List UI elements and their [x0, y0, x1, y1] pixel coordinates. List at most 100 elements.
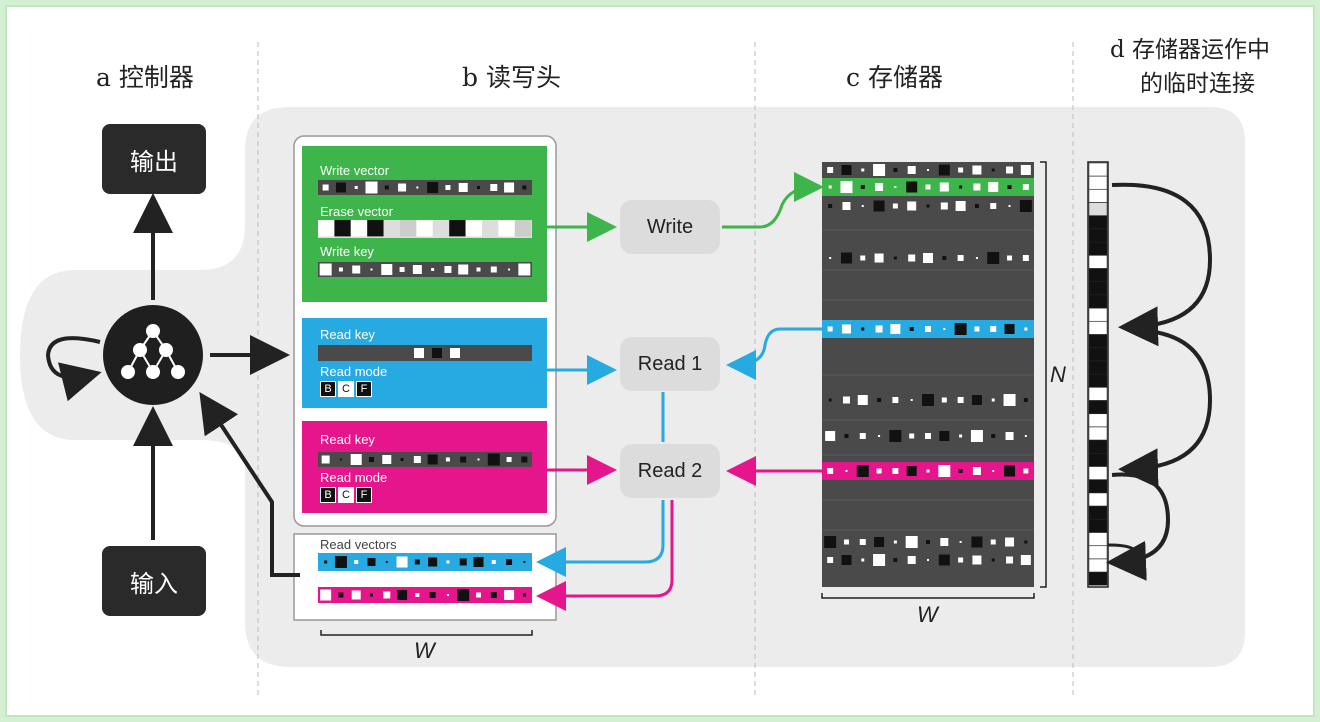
- vector-cell: [354, 186, 358, 189]
- vector-cell: [939, 182, 949, 192]
- vector-cell: [400, 458, 404, 461]
- vector-cell: [874, 537, 885, 547]
- vector-cell: [457, 589, 470, 601]
- link-cell: [1088, 387, 1108, 401]
- vector-cell: [446, 594, 449, 596]
- vector-cell: [859, 433, 866, 439]
- link-cell: [1088, 492, 1108, 507]
- read2-op: Read 2: [620, 444, 720, 498]
- vector-cell: [1024, 435, 1027, 437]
- write-op: Write: [620, 200, 720, 254]
- link-cell: [1088, 175, 1108, 190]
- vector-cell: [990, 326, 997, 332]
- vector-cell: [892, 397, 899, 403]
- vector-cell: [940, 538, 949, 546]
- read1-mode-label: Read mode: [320, 364, 388, 379]
- vector-cell: [381, 264, 393, 275]
- vector-cell: [987, 252, 1000, 264]
- vector-cell: [927, 559, 929, 561]
- vector-cell: [1022, 255, 1029, 261]
- vector-cell: [972, 165, 982, 175]
- link-cell: [1088, 255, 1108, 269]
- vector-cell: [335, 182, 346, 193]
- vector-cell: [842, 396, 850, 404]
- link-cell: [1088, 466, 1108, 480]
- vector-cell: [975, 257, 978, 259]
- vector-cell: [521, 456, 528, 463]
- vector-cell: [825, 431, 836, 441]
- vector-cell: [828, 185, 832, 189]
- vector-cell: [894, 186, 897, 188]
- vector-cell: [959, 185, 963, 189]
- vector-cell: [445, 457, 450, 462]
- vector-cell: [338, 592, 344, 598]
- vector-cell: [1005, 537, 1015, 547]
- vector-cell: [365, 181, 378, 194]
- vector-cell: [991, 434, 996, 438]
- vector-cell: [988, 182, 999, 192]
- vector-cell: [873, 554, 886, 566]
- vector-cell: [350, 454, 362, 465]
- mode-f: F: [356, 487, 372, 503]
- vector-cell: [875, 325, 883, 333]
- vector-cell: [991, 558, 995, 562]
- vector-cell: [905, 536, 918, 548]
- link-cell: [1088, 347, 1108, 362]
- vector-cell: [339, 458, 342, 461]
- vector-cell: [432, 220, 450, 237]
- link-cell: [1088, 532, 1108, 546]
- vector-cell: [413, 456, 421, 463]
- vector-cell: [397, 590, 408, 600]
- vector-cell: [926, 540, 930, 544]
- vector-cell: [873, 200, 885, 212]
- read1-op: Read 1: [620, 337, 720, 391]
- vector-cell: [991, 168, 995, 172]
- link-cell: [1088, 373, 1108, 388]
- write-key-label: Write key: [320, 244, 374, 259]
- vector-cell: [972, 467, 981, 475]
- vector-cell: [938, 465, 951, 477]
- vector-cell: [974, 326, 980, 332]
- vector-cell: [925, 184, 931, 190]
- vector-cell: [324, 560, 328, 564]
- vector-cell: [318, 220, 335, 237]
- vector-cell: [1024, 327, 1028, 331]
- vector-cell: [1008, 205, 1011, 207]
- header-controller: a 控制器: [96, 63, 194, 92]
- vector-cell: [958, 167, 964, 173]
- link-cell: [1088, 439, 1108, 454]
- vector-cell: [925, 326, 931, 332]
- link-cell: [1088, 400, 1108, 414]
- vector-cell: [414, 348, 424, 358]
- vector-cell: [1006, 556, 1014, 564]
- vector-cell: [892, 468, 899, 474]
- vector-cell: [861, 327, 865, 331]
- vector-cell: [907, 556, 916, 564]
- vector-cell: [990, 203, 997, 209]
- vector-cell: [841, 165, 852, 175]
- vector-cell: [990, 539, 996, 545]
- vector-cell: [320, 589, 332, 601]
- vector-cell: [875, 183, 884, 191]
- vector-cell: [382, 455, 392, 464]
- vector-cell: [957, 255, 964, 261]
- vector-cell: [334, 556, 347, 568]
- vector-cell: [925, 433, 931, 439]
- vector-cell: [514, 220, 532, 237]
- vector-cell: [432, 348, 442, 358]
- vector-cell: [958, 469, 963, 473]
- vector-cell: [370, 268, 373, 271]
- vector-cell: [508, 268, 511, 271]
- link-cell: [1088, 241, 1108, 256]
- vector-cell: [473, 557, 484, 567]
- vector-cell: [416, 186, 419, 189]
- vector-cell: [923, 253, 933, 263]
- mode-b: B: [320, 487, 336, 503]
- vector-cell: [338, 267, 343, 272]
- vector-cell: [909, 327, 914, 331]
- vector-cell: [959, 434, 963, 438]
- vector-cell: [954, 323, 967, 335]
- vector-cell: [1007, 255, 1013, 261]
- vector-cell: [1020, 165, 1031, 175]
- vector-cell: [877, 398, 882, 402]
